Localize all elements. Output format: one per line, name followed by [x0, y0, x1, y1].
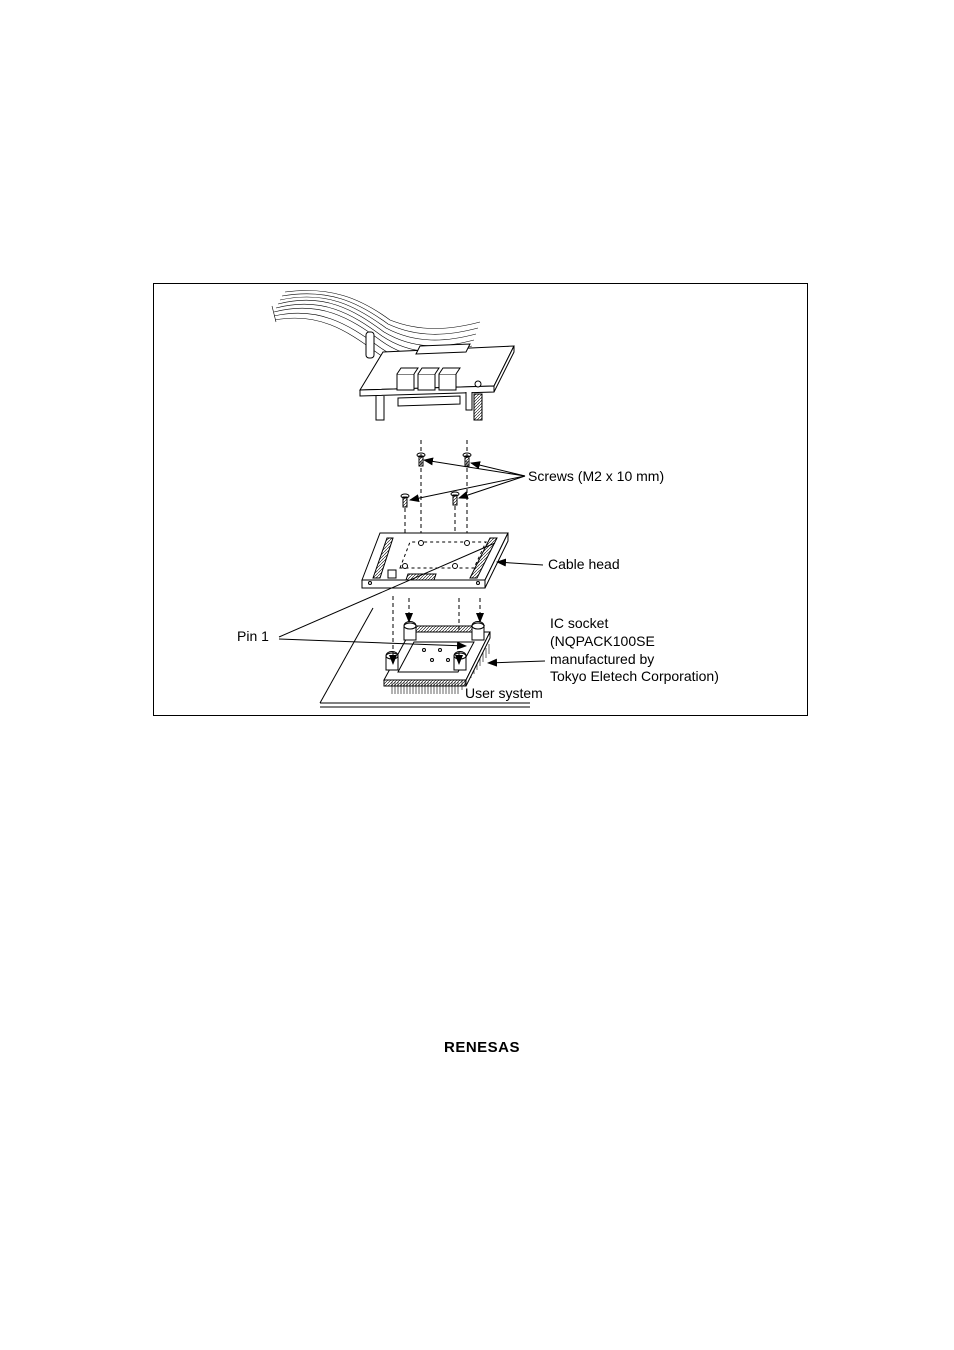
- emulator-board: [272, 290, 514, 420]
- ic-socket-label-line3: manufactured by: [550, 651, 654, 668]
- cable-head-callout: [497, 562, 543, 565]
- screws: [401, 453, 471, 507]
- pin1-label: Pin 1: [237, 628, 269, 645]
- user-system-label: User system: [465, 685, 543, 702]
- ic-socket-callout: [488, 661, 545, 663]
- screw-icon: [401, 494, 409, 507]
- cable-head: [362, 533, 508, 588]
- svg-text:RENESAS: RENESAS: [444, 1039, 520, 1056]
- screw-icon: [451, 492, 459, 505]
- screws-label: Screws (M2 x 10 mm): [528, 468, 664, 485]
- ic-socket: [384, 622, 490, 695]
- cable-head-label: Cable head: [548, 556, 620, 573]
- ic-socket-label-line1: IC socket: [550, 615, 608, 632]
- ic-socket-label-line4: Tokyo Eletech Corporation): [550, 668, 719, 685]
- cable-tie: [366, 332, 374, 358]
- ic-socket-label-line2: (NQPACK100SE: [550, 633, 655, 650]
- renesas-logo: RENESAS: [432, 1036, 532, 1058]
